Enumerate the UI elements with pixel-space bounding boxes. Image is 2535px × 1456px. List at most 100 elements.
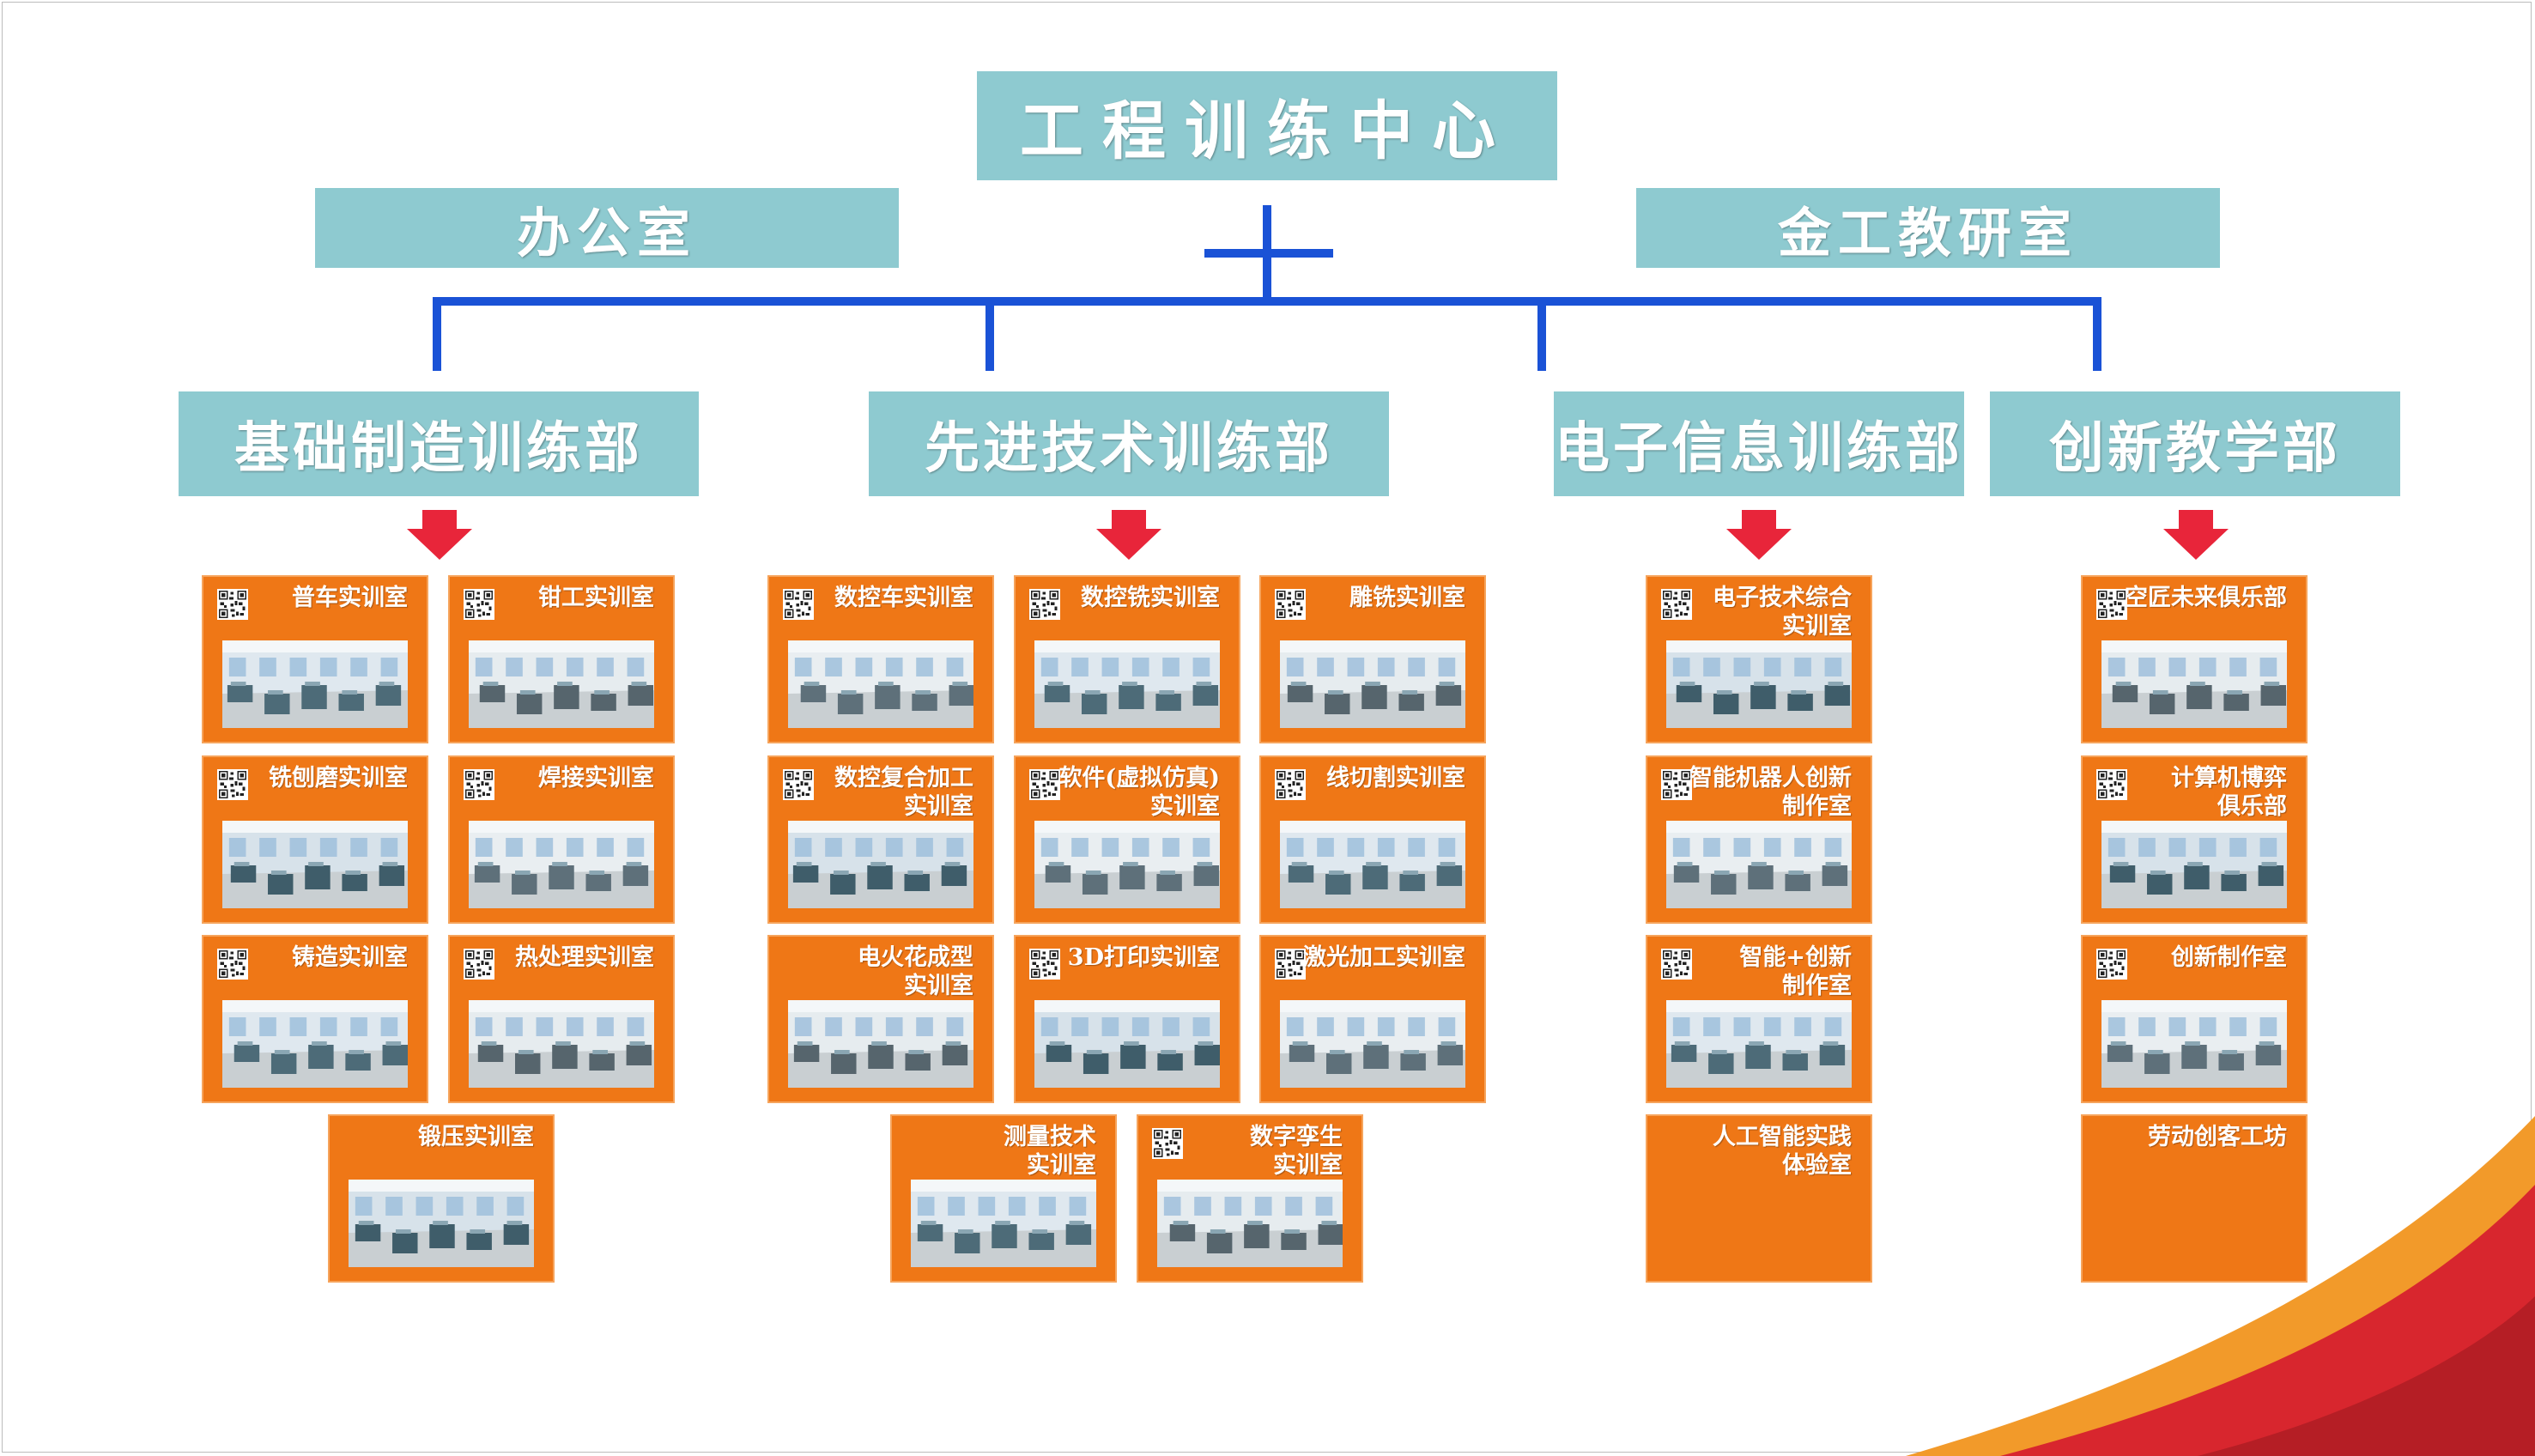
room-photo: [1034, 821, 1220, 908]
qr-code-icon[interactable]: [1275, 769, 1306, 800]
room-label: 电子技术综合 实训室: [1713, 585, 1852, 640]
room-card: 数控铣实训室: [1014, 575, 1240, 743]
down-arrow-icon: [407, 510, 472, 560]
room-photo: [469, 821, 654, 908]
qr-code-icon[interactable]: [2096, 589, 2127, 620]
room-label: 人工智能实践 体验室: [1713, 1124, 1852, 1179]
room-card: 3D打印实训室: [1014, 935, 1240, 1103]
room-label: 数字孪生 实训室: [1250, 1124, 1343, 1179]
room-card: 线切割实训室: [1259, 755, 1486, 924]
down-arrow-icon: [1096, 510, 1161, 560]
room-label: 激光加工实训室: [1303, 944, 1465, 971]
qr-code-icon[interactable]: [464, 949, 494, 980]
qr-code-icon[interactable]: [217, 589, 248, 620]
room-card: 测量技术 实训室: [890, 1114, 1117, 1283]
qr-code-icon[interactable]: [1275, 949, 1306, 980]
room-photo: [2101, 821, 2287, 908]
metalwork-teaching-box: 金工教研室: [1636, 188, 2220, 268]
dept-advanced-technology: 先进技术训练部: [869, 391, 1389, 496]
room-photo: [469, 640, 654, 728]
room-label: 铣刨磨实训室: [269, 765, 408, 792]
room-label: 锻压实训室: [418, 1124, 534, 1150]
room-photo: [788, 640, 973, 728]
qr-code-icon[interactable]: [1029, 769, 1060, 800]
room-label: 计算机博弈 俱乐部: [2171, 765, 2287, 820]
room-photo: [222, 821, 408, 908]
qr-code-icon[interactable]: [1029, 589, 1060, 620]
qr-code-icon[interactable]: [2096, 949, 2127, 980]
qr-code-icon[interactable]: [1661, 589, 1692, 620]
room-photo: [1157, 1180, 1343, 1267]
qr-code-icon[interactable]: [783, 589, 814, 620]
room-card: 铸造实训室: [202, 935, 428, 1103]
room-card: 人工智能实践 体验室: [1646, 1114, 1872, 1283]
room-label: 空匠未来俱乐部: [2125, 585, 2287, 611]
room-label: 热处理实训室: [515, 944, 654, 971]
room-label: 焊接实训室: [538, 765, 654, 792]
room-card: 热处理实训室: [448, 935, 675, 1103]
qr-code-icon[interactable]: [1661, 769, 1692, 800]
room-card: 锻压实训室: [328, 1114, 555, 1283]
qr-code-icon[interactable]: [1275, 589, 1306, 620]
room-card: 智能+创新 制作室: [1646, 935, 1872, 1103]
room-card: 激光加工实训室: [1259, 935, 1486, 1103]
room-card: 空匠未来俱乐部: [2081, 575, 2308, 743]
room-card: 钳工实训室: [448, 575, 675, 743]
room-label: 劳动创客工坊: [2148, 1124, 2287, 1150]
room-label: 软件(虚拟仿真) 实训室: [1058, 765, 1220, 820]
room-photo: [788, 821, 973, 908]
room-card: 数字孪生 实训室: [1137, 1114, 1363, 1283]
room-card: 电子技术综合 实训室: [1646, 575, 1872, 743]
room-photo: [911, 1180, 1096, 1267]
room-photo: [222, 640, 408, 728]
room-card: 焊接实训室: [448, 755, 675, 924]
qr-code-icon[interactable]: [1029, 949, 1060, 980]
room-photo: [222, 1000, 408, 1088]
dept-basic-manufacturing: 基础制造训练部: [179, 391, 699, 496]
room-photo: [1666, 640, 1852, 728]
connector-drop-1: [433, 297, 441, 371]
qr-code-icon[interactable]: [217, 949, 248, 980]
center-title: 工程训练中心: [977, 71, 1557, 180]
room-photo: [1280, 1000, 1465, 1088]
room-card: 软件(虚拟仿真) 实训室: [1014, 755, 1240, 924]
room-photo: [1666, 1000, 1852, 1088]
room-label: 电火花成型 实训室: [858, 944, 973, 999]
room-card: 创新制作室: [2081, 935, 2308, 1103]
room-photo: [1280, 821, 1465, 908]
room-label: 智能+创新 制作室: [1739, 944, 1852, 999]
room-card: 普车实训室: [202, 575, 428, 743]
room-photo: [1034, 1000, 1220, 1088]
qr-code-icon[interactable]: [783, 769, 814, 800]
qr-code-icon[interactable]: [1661, 949, 1692, 980]
qr-code-icon[interactable]: [1152, 1128, 1183, 1159]
room-card: 智能机器人创新 制作室: [1646, 755, 1872, 924]
qr-code-icon[interactable]: [464, 589, 494, 620]
room-label: 3D打印实训室: [1067, 944, 1220, 971]
room-card: 数控车实训室: [767, 575, 994, 743]
room-card: 劳动创客工坊: [2081, 1114, 2308, 1283]
room-photo: [2101, 640, 2287, 728]
room-photo: [349, 1180, 534, 1267]
room-label: 数控铣实训室: [1081, 585, 1220, 611]
room-photo: [1034, 640, 1220, 728]
room-label: 数控复合加工 实训室: [834, 765, 973, 820]
down-arrow-icon: [1726, 510, 1792, 560]
room-label: 钳工实训室: [538, 585, 654, 611]
qr-code-icon[interactable]: [2096, 769, 2127, 800]
qr-code-icon[interactable]: [217, 769, 248, 800]
connector-drop-3: [1537, 297, 1546, 371]
room-card: 铣刨磨实训室: [202, 755, 428, 924]
dept-electronic-information: 电子信息训练部: [1554, 391, 1964, 496]
connector-horizontal-bus: [433, 297, 2101, 306]
room-photo: [2101, 1000, 2287, 1088]
qr-code-icon[interactable]: [464, 769, 494, 800]
room-photo: [1280, 640, 1465, 728]
room-label: 智能机器人创新 制作室: [1689, 765, 1852, 820]
room-photo: [469, 1000, 654, 1088]
office-box: 办公室: [315, 188, 899, 268]
room-label: 雕铣实训室: [1349, 585, 1465, 611]
room-photo: [1666, 821, 1852, 908]
down-arrow-icon: [2163, 510, 2229, 560]
